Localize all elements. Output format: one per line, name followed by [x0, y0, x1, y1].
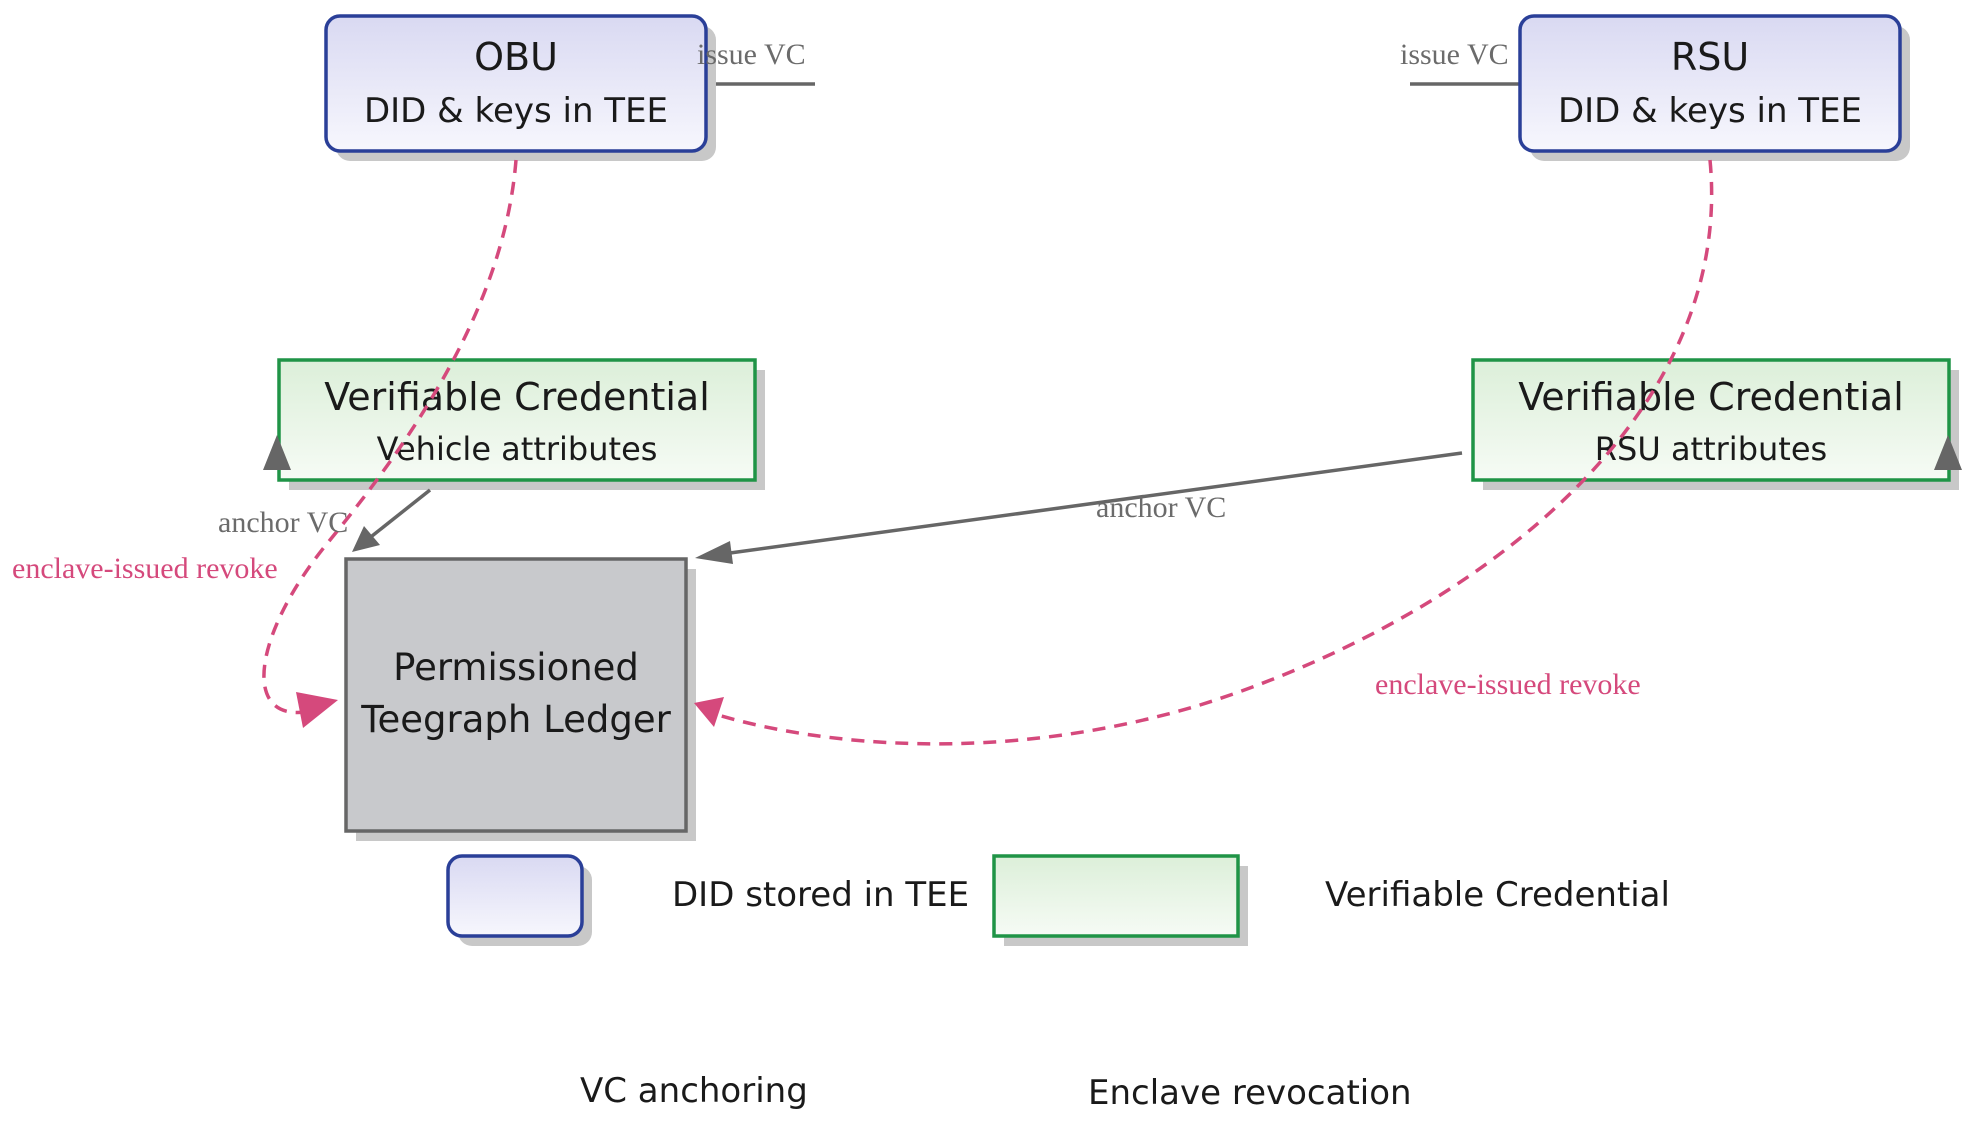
vc-rsu-node: Verifiable Credential RSU attributes — [1471, 358, 1951, 482]
ledger-line1: Permissioned — [393, 646, 639, 689]
ledger-box — [344, 557, 688, 833]
legend-revoke-label: Enclave revocation — [1088, 1073, 1412, 1113]
ledger-line2: Teegraph Ledger — [360, 698, 671, 741]
vc-vehicle-title: Verifiable Credential — [324, 375, 710, 419]
legend-did-swatch — [446, 854, 584, 938]
revoke-rsu-label: enclave-issued revoke — [1375, 668, 1641, 701]
anchor-vc-rsu-label: anchor VC — [1096, 491, 1226, 524]
rsu-subtitle: DID & keys in TEE — [1558, 91, 1862, 131]
vc-rsu-box — [1471, 358, 1951, 482]
vc-rsu-up-arrowhead — [1934, 435, 1962, 470]
obu-node: OBU DID & keys in TEE — [324, 14, 708, 153]
obu-title: OBU — [474, 35, 558, 79]
vc-rsu-title: Verifiable Credential — [1518, 375, 1904, 419]
ledger-node: Permissioned Teegraph Ledger — [344, 557, 688, 833]
legend-anchor-label: VC anchoring — [580, 1071, 808, 1111]
obu-subtitle: DID & keys in TEE — [364, 91, 668, 131]
issue-vc-obu-label: issue VC — [697, 38, 806, 71]
obu-box — [324, 14, 708, 153]
revoke-obu-arrow — [262, 159, 518, 728]
vc-vehicle-subtitle: Vehicle attributes — [377, 430, 658, 468]
legend: DID stored in TEE Verifiable Credential … — [446, 854, 1670, 1113]
vc-rsu-subtitle: RSU attributes — [1595, 430, 1827, 468]
legend-vc-swatch — [992, 854, 1240, 938]
vc-vehicle-node: Verifiable Credential Vehicle attributes — [277, 358, 757, 482]
vc-vehicle-up-arrowhead — [263, 435, 291, 470]
anchor-vehicle-arrow — [352, 488, 432, 552]
rsu-box — [1518, 14, 1902, 153]
rsu-node: RSU DID & keys in TEE — [1518, 14, 1902, 153]
revoke-rsu-arrow — [694, 159, 1714, 746]
rsu-title: RSU — [1671, 35, 1749, 79]
vc-vehicle-box — [277, 358, 757, 482]
revoke-obu-label: enclave-issued revoke — [12, 552, 278, 585]
legend-did-label: DID stored in TEE — [672, 875, 969, 915]
anchor-rsu-arrow — [695, 451, 1463, 564]
anchor-vc-vehicle-label: anchor VC — [218, 506, 348, 539]
legend-vc-label: Verifiable Credential — [1325, 875, 1670, 915]
issue-vc-rsu-label: issue VC — [1400, 38, 1509, 71]
